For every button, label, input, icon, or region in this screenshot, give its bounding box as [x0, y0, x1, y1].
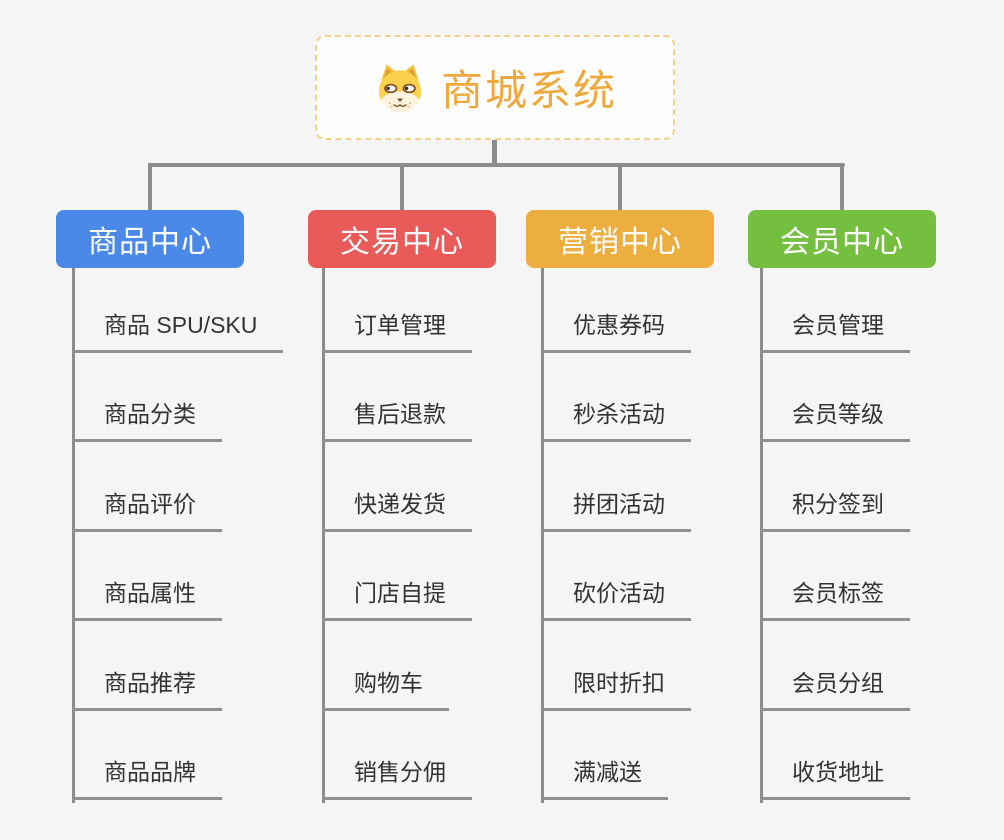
root-node[interactable]: 商城系统: [315, 35, 675, 140]
node-item[interactable]: 积分签到: [760, 489, 910, 532]
node-item[interactable]: 优惠券码: [541, 310, 691, 353]
node-item[interactable]: 售后退款: [322, 399, 472, 442]
node-item[interactable]: 快递发货: [322, 489, 472, 532]
connector-drop-branch4: [840, 163, 844, 211]
node-item[interactable]: 秒杀活动: [541, 399, 691, 442]
connector-drop-branch3: [618, 163, 622, 211]
node-item[interactable]: 商品推荐: [72, 668, 222, 711]
node-item[interactable]: 收货地址: [760, 757, 910, 800]
node-item[interactable]: 满减送: [541, 757, 668, 800]
node-item[interactable]: 商品 SPU/SKU: [72, 310, 284, 353]
node-item[interactable]: 销售分佣: [322, 757, 472, 800]
branch-marketing-center[interactable]: 营销中心: [526, 210, 714, 268]
node-item[interactable]: 门店自提: [322, 578, 472, 621]
node-item[interactable]: 会员分组: [760, 668, 910, 711]
node-item[interactable]: 商品品牌: [72, 757, 222, 800]
branch-trade-center[interactable]: 交易中心: [308, 210, 496, 268]
node-item[interactable]: 商品分类: [72, 399, 222, 442]
connector-drop-branch2: [400, 163, 404, 211]
connector-branch2-trunk: [322, 266, 325, 803]
connector-drop-branch1: [148, 163, 152, 211]
connector-branch4-trunk: [760, 266, 763, 803]
connector-branch1-trunk: [72, 266, 75, 803]
connector-branch3-trunk: [541, 266, 544, 803]
node-item[interactable]: 会员等级: [760, 399, 910, 442]
branch-product-center[interactable]: 商品中心: [56, 210, 244, 268]
connector-root-trunk: [492, 138, 497, 167]
node-item[interactable]: 会员管理: [760, 310, 910, 353]
node-item[interactable]: 砍价活动: [541, 578, 691, 621]
node-item[interactable]: 商品评价: [72, 489, 222, 532]
node-item[interactable]: 拼团活动: [541, 489, 691, 532]
dog-face-icon: [373, 61, 427, 115]
node-item[interactable]: 商品属性: [72, 578, 222, 621]
branch-member-center[interactable]: 会员中心: [748, 210, 936, 268]
node-item[interactable]: 购物车: [322, 668, 449, 711]
node-item[interactable]: 限时折扣: [541, 668, 691, 711]
root-title: 商城系统: [440, 67, 617, 114]
node-item[interactable]: 订单管理: [322, 310, 472, 353]
connector-horizontal-bar: [148, 163, 845, 167]
node-item[interactable]: 会员标签: [760, 578, 910, 621]
